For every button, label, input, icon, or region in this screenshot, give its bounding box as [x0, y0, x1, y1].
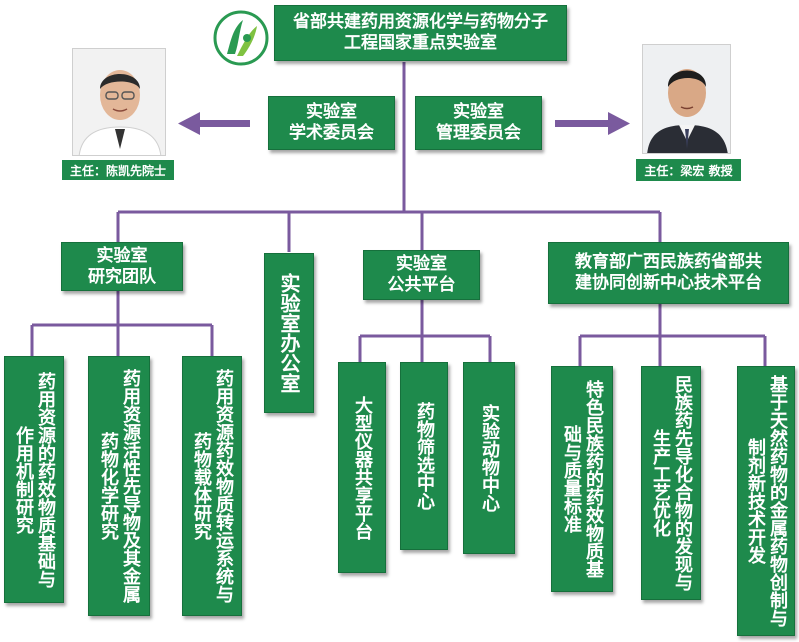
public-platform-line1: 实验室	[396, 254, 447, 274]
center-unit-metal-drugs: 基于天然药物的金属药物创制与制剂新技术开发	[737, 366, 795, 636]
center-unit-quality: 特色民族药的药效物质基础与质量标准	[551, 366, 613, 592]
academic-committee-line2: 学术委员会	[289, 123, 374, 143]
platform-unit-screening: 药物筛选中心	[400, 362, 448, 550]
innovation-center-line2: 建协同创新中心技术平台	[575, 273, 762, 293]
lab-office-box: 实验室办公室	[264, 253, 314, 413]
right-director-photo	[642, 44, 731, 154]
research-group-2: 药用资源活性先导物及其金属药物化学研究	[88, 356, 150, 616]
research-team-box: 实验室 研究团队	[61, 242, 183, 291]
academic-committee-box: 实验室 学术委员会	[268, 96, 395, 150]
management-committee-line1: 实验室	[453, 102, 504, 122]
research-team-line1: 实验室	[96, 245, 148, 266]
research-group-1: 药用资源的药效物质基础与作用机制研究	[4, 356, 64, 603]
lab-title-line1: 省部共建药用资源化学与药物分子	[293, 12, 548, 32]
left-director-photo	[72, 48, 166, 156]
academic-committee-line1: 实验室	[306, 102, 357, 122]
innovation-center-line1: 教育部广西民族药省部共	[575, 252, 762, 272]
right-director-caption: 主任：梁宏 教授	[636, 159, 741, 181]
management-committee-line2: 管理委员会	[436, 123, 521, 143]
center-unit-lead-compounds: 民族药先导化合物的发现与生产工艺优化	[641, 366, 701, 600]
research-group-3: 药用资源药效物质转运系统与药物载体研究	[182, 356, 242, 616]
left-director-caption: 主任：陈凯先院士	[62, 160, 174, 180]
lab-logo-icon	[213, 10, 269, 66]
innovation-center-box: 教育部广西民族药省部共 建协同创新中心技术平台	[548, 242, 789, 304]
management-committee-box: 实验室 管理委员会	[415, 96, 542, 150]
research-team-line2: 研究团队	[88, 266, 156, 287]
public-platform-line2: 公共平台	[387, 275, 456, 295]
lab-title-line2: 工程国家重点实验室	[344, 33, 497, 53]
lab-title-box: 省部共建药用资源化学与药物分子 工程国家重点实验室	[274, 5, 567, 61]
platform-unit-instruments: 大型仪器共享平台	[338, 362, 386, 573]
public-platform-box: 实验室 公共平台	[363, 250, 480, 300]
platform-unit-animal: 实验动物中心	[463, 362, 515, 554]
